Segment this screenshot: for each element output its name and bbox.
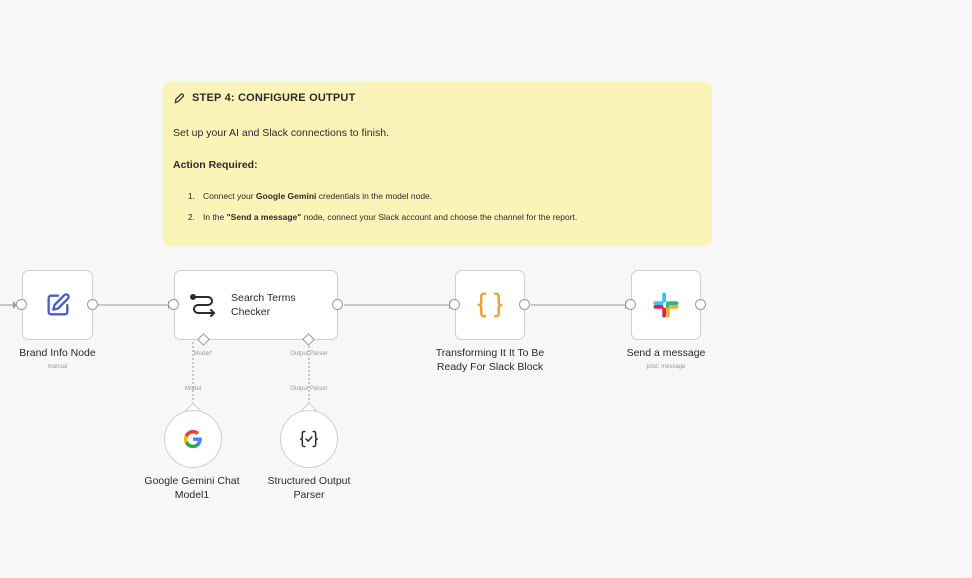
output-handle[interactable] — [519, 299, 530, 310]
note-list-item: 2. In the "Send a message" node, connect… — [187, 211, 578, 222]
note-list: 1. Connect your Google Gemini credential… — [173, 185, 702, 227]
input-handle[interactable] — [625, 299, 636, 310]
node-sublabel: post: message — [646, 364, 686, 370]
node-label: Structured Output Parser — [267, 475, 351, 501]
google-icon — [183, 429, 202, 449]
port-label-model: Model — [184, 386, 202, 392]
node-google-gemini[interactable] — [164, 410, 222, 468]
input-handle[interactable] — [168, 299, 179, 310]
slack-icon — [653, 292, 679, 318]
node-label: Brand Info Node — [19, 347, 96, 359]
arrowhead — [13, 301, 17, 309]
input-handle[interactable] — [449, 299, 460, 310]
sticky-note[interactable]: STEP 4: CONFIGURE OUTPUT Set up your AI … — [163, 82, 712, 246]
node-label: Transforming It It To Be Ready For Slack… — [435, 347, 545, 373]
node-sublabel: manual — [47, 364, 68, 370]
node-transform[interactable] — [455, 270, 525, 340]
edit-icon — [47, 293, 70, 316]
note-title: STEP 4: CONFIGURE OUTPUT — [173, 90, 702, 106]
node-search-terms-checker[interactable]: Search Terms Checker — [174, 270, 338, 340]
node-send-message[interactable] — [631, 270, 701, 340]
note-intro: Set up your AI and Slack connections to … — [173, 127, 389, 139]
note-subhead: Action Required: — [173, 159, 258, 171]
agent-icon — [190, 294, 216, 317]
node-label: Send a message — [626, 347, 706, 359]
node-label: Google Gemini Chat Model1 — [144, 475, 240, 501]
output-handle[interactable] — [695, 299, 706, 310]
output-handle[interactable] — [332, 299, 343, 310]
port-label-parser: Output Parser — [290, 351, 328, 357]
port-label-parser: Output Parser — [290, 386, 328, 392]
output-handle[interactable] — [87, 299, 98, 310]
node-brand-info[interactable] — [22, 270, 93, 340]
note-title-text: STEP 4: CONFIGURE OUTPUT — [192, 92, 356, 104]
code-braces-icon — [477, 292, 503, 318]
node-structured-output-parser[interactable] — [280, 410, 338, 468]
rocket-icon — [174, 92, 185, 103]
port-label-model: Model* — [193, 351, 213, 357]
note-list-item: 1. Connect your Google Gemini credential… — [187, 190, 433, 201]
parser-icon — [299, 430, 319, 448]
input-handle[interactable] — [16, 299, 27, 310]
node-title: Search Terms Checker — [231, 292, 296, 318]
